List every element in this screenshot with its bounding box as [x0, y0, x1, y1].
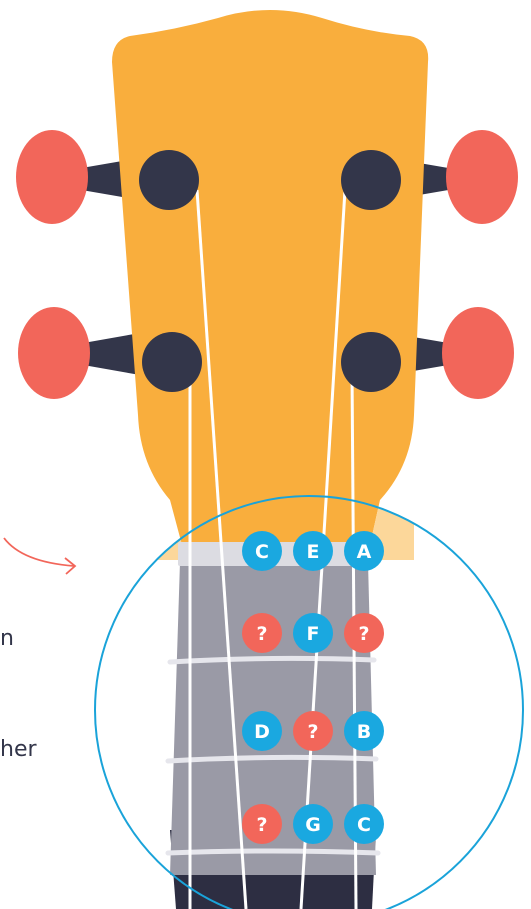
note-dot — [344, 531, 384, 571]
note-label: ? — [307, 721, 318, 743]
pointer-arrow — [3, 537, 77, 575]
note-row-fret-1: ? F ? — [242, 613, 384, 653]
fret-wires — [165, 655, 381, 856]
fret-wire-1 — [167, 655, 377, 665]
peg-button — [18, 307, 90, 399]
note-marker: ? — [242, 613, 282, 653]
note-dot — [344, 711, 384, 751]
peg-button — [446, 130, 518, 224]
fret-wire-3 — [165, 848, 381, 856]
note-dot — [344, 613, 384, 653]
note-dot — [242, 711, 282, 751]
note-row-open: C E A — [242, 531, 384, 571]
tuner-post-top-right — [341, 150, 401, 210]
note-label: A — [357, 541, 372, 563]
string-1 — [195, 189, 248, 909]
side-text-fragment-1: n — [0, 626, 14, 651]
note-marker: G — [293, 804, 333, 844]
peg-left-bottom — [18, 307, 140, 399]
note-label: E — [307, 541, 320, 563]
note-row-fret-2: D ? B — [242, 711, 384, 751]
note-marker: C — [344, 804, 384, 844]
note-marker: C — [242, 531, 282, 571]
note-dot — [293, 613, 333, 653]
arrow-head — [64, 557, 77, 575]
note-dot — [242, 804, 282, 844]
note-row-fret-3: ? G C — [242, 804, 384, 844]
note-label: G — [305, 814, 321, 836]
note-label: F — [307, 623, 320, 645]
note-dot — [293, 531, 333, 571]
note-marker: B — [344, 711, 384, 751]
note-dot — [293, 804, 333, 844]
arrow-curve — [3, 537, 75, 567]
note-marker: F — [293, 613, 333, 653]
highlight-circle — [94, 495, 524, 909]
tuner-post-bottom-right — [341, 332, 401, 392]
side-text-fragment-2: her — [0, 737, 37, 762]
note-marker: E — [293, 531, 333, 571]
fret-wire-2 — [165, 754, 379, 764]
note-dot — [293, 711, 333, 751]
tuner-post-bottom-left — [142, 332, 202, 392]
note-marker: D — [242, 711, 282, 751]
note-label: ? — [256, 623, 267, 645]
tuner-post-top-left — [139, 150, 199, 210]
note-dot — [242, 613, 282, 653]
peg-button — [442, 307, 514, 399]
note-label: C — [255, 541, 269, 563]
note-dot — [344, 804, 384, 844]
note-label: D — [254, 721, 270, 743]
note-dot — [242, 531, 282, 571]
note-label: ? — [358, 623, 369, 645]
note-marker: ? — [293, 711, 333, 751]
note-label: B — [357, 721, 371, 743]
note-label: C — [357, 814, 371, 836]
tuner-posts — [139, 150, 401, 392]
note-label: ? — [256, 814, 267, 836]
note-marker: ? — [344, 613, 384, 653]
note-marker: A — [344, 531, 384, 571]
headstock — [112, 10, 429, 545]
note-marker: ? — [242, 804, 282, 844]
peg-button — [16, 130, 88, 224]
